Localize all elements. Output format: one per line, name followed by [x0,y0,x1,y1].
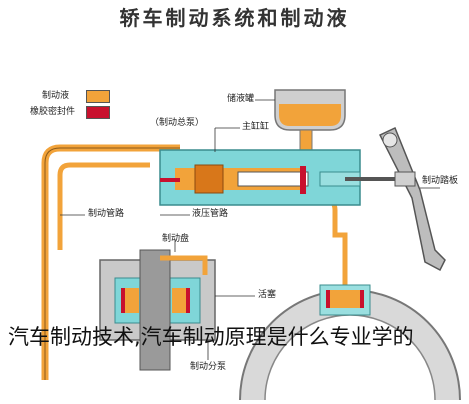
caliper [99,249,216,371]
label-wheel-cylinder: 制动分泵 [190,362,227,372]
label-hydraulic-pipe: 液压管路 [192,209,229,219]
label-brake-pedal: 制动踏板 [422,176,459,186]
legend-label-brake-fluid: 制动液 [42,91,70,101]
diagram-title: 轿车制动系统和制动液 [119,6,350,30]
label-piston: 活塞 [258,290,277,300]
reservoir [274,89,346,153]
label-brake-disc: 制动盘 [162,234,190,244]
brake-pedal [378,126,446,272]
brake-line-pipe-inner [57,162,150,250]
label-brake-master-pump: （制动总泵） [150,118,205,128]
brake-drum [239,284,461,401]
master-cylinder [159,149,395,206]
label-brake-line: 制动管路 [88,209,125,219]
legend-label-rubber-seal: 橡胶密封件 [30,107,76,117]
legend-swatch-brake-fluid [86,90,110,103]
label-reservoir: 储液罐 [227,94,255,104]
caption-text: 汽车制动技术,汽车制动原理是什么专业学的 [8,325,414,349]
label-master-cylinder: 主缸缸 [242,122,270,132]
leader-lines [60,99,440,360]
legend-swatch-rubber-seal [86,106,110,119]
